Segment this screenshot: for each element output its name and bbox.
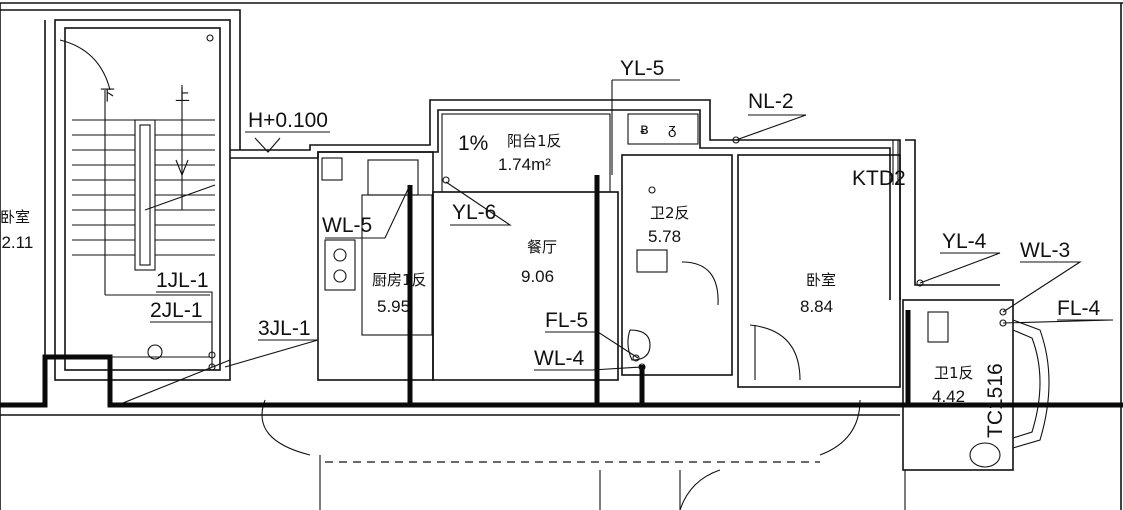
label-yl6: YL-6 <box>452 201 496 224</box>
bath1-name: 卫1反 <box>934 364 974 382</box>
label-h0100: H+0.100 <box>248 109 328 132</box>
fridge <box>321 157 343 181</box>
bedroom-wall <box>737 154 901 388</box>
small-box-text-left: ᴃ <box>640 120 649 138</box>
label-wl4: WL-4 <box>534 347 584 370</box>
room-labels: 1% 阳台1反 1.74m² 厨房1反 5.95 餐厅 9.06 卫2反 5.7… <box>0 120 974 406</box>
leaders <box>150 34 1114 371</box>
label-down: 下 <box>100 86 115 104</box>
stove <box>324 239 356 291</box>
small-box <box>627 113 699 145</box>
pipes <box>0 175 1123 408</box>
bedroom-name: 卧室 <box>806 271 836 289</box>
stair-treads <box>59 39 216 296</box>
dining-wall <box>432 191 619 381</box>
label-1jl1: 1JL-1 <box>156 269 209 292</box>
bath2-area: 5.78 <box>648 227 681 246</box>
balcony-slope: 1% <box>458 132 488 155</box>
label-2jl1: 2JL-1 <box>150 299 203 322</box>
bedroom-area: 8.84 <box>800 297 833 316</box>
label-3jl1: 3JL-1 <box>258 317 311 340</box>
bath2-name: 卫2反 <box>650 204 690 222</box>
stair-block-wall <box>54 19 231 381</box>
balcony-name: 阳台1反 <box>507 132 562 150</box>
kitchen-wall <box>317 151 434 381</box>
sink <box>367 159 419 196</box>
bath2-wall <box>621 154 733 376</box>
stair-block-inner <box>64 27 221 371</box>
balcony-area: 1.74m² <box>498 155 551 174</box>
left-room-name: 卧室 <box>0 208 30 226</box>
label-wl5: WL-5 <box>322 214 372 237</box>
stair-door-swing <box>59 39 111 91</box>
dining-name: 餐厅 <box>527 238 557 256</box>
bay-window <box>1012 319 1050 449</box>
small-box-text-right: ᵹ <box>668 120 676 138</box>
bath1-wall <box>902 299 1014 471</box>
kitchen-area: 5.95 <box>377 297 410 316</box>
dining-area: 9.06 <box>521 267 554 286</box>
label-tc1516: TC1516 <box>984 363 1007 438</box>
label-nl2: NL-2 <box>748 90 794 113</box>
main-drain-pipe <box>0 354 1123 408</box>
stair-top-wall <box>40 9 241 150</box>
label-ktd2: KTD2 <box>852 167 906 190</box>
label-yl5: YL-5 <box>620 57 664 80</box>
annotation-labels: YL-5 NL-2 H+0.100 KTD2 WL-5 YL-6 YL-4 WL… <box>100 57 1101 438</box>
label-fl5: FL-5 <box>545 309 588 332</box>
kitchen-name: 厨房1反 <box>372 271 427 289</box>
label-wl3: WL-3 <box>1020 239 1070 262</box>
label-fl4: FL-4 <box>1057 297 1101 320</box>
bath1-area: 4.42 <box>932 387 965 406</box>
label-yl4: YL-4 <box>942 230 987 253</box>
label-up: 上 <box>175 86 190 104</box>
left-room-area: 12.11 <box>0 233 33 252</box>
